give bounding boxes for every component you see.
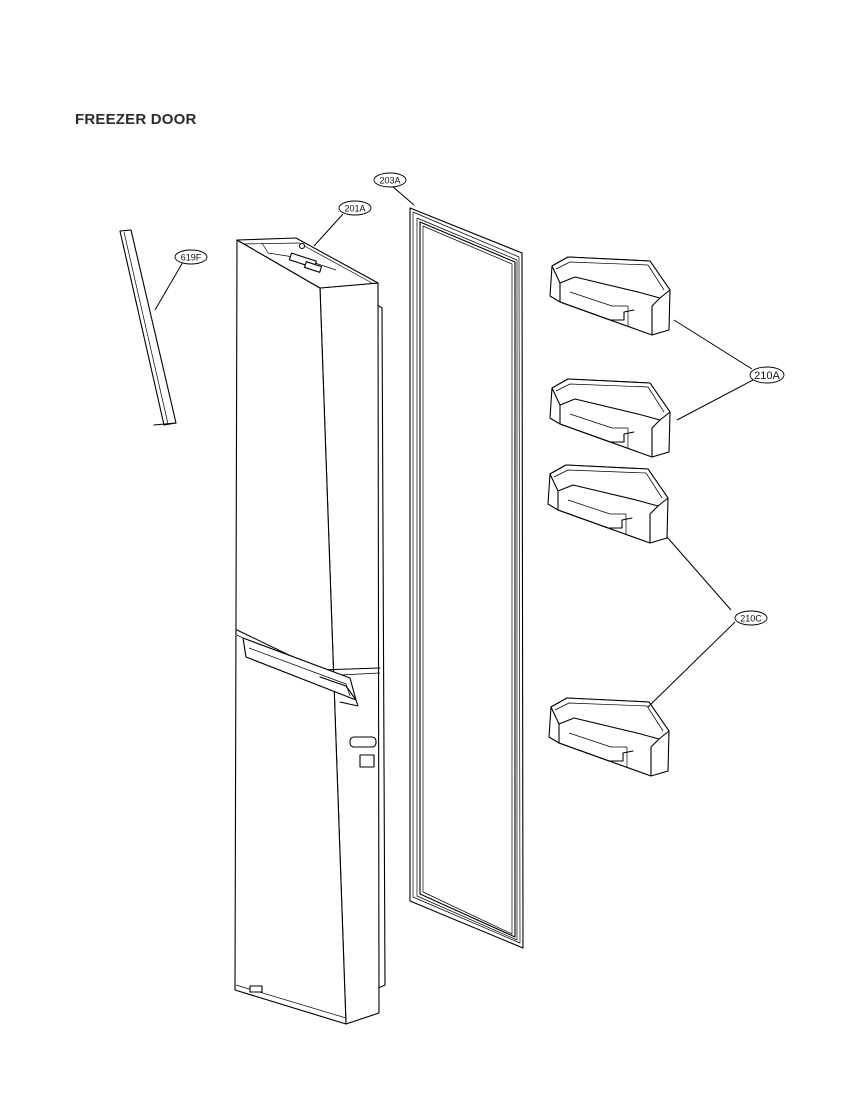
callout-210a-text: 210A bbox=[754, 370, 780, 382]
door-bin-1 bbox=[549, 256, 671, 336]
callout-210c: 210C bbox=[734, 610, 768, 626]
callout-203a: 203A bbox=[373, 172, 407, 188]
callout-210a: 210A bbox=[749, 366, 785, 384]
freezer-door-part bbox=[234, 237, 386, 1025]
callout-210c-text: 210C bbox=[740, 614, 762, 624]
door-bin-4 bbox=[548, 697, 670, 777]
callout-201a-text: 201A bbox=[344, 204, 365, 214]
leader-210c-2 bbox=[647, 621, 736, 708]
door-bin-3 bbox=[547, 464, 669, 544]
leader-201a bbox=[313, 213, 344, 247]
callout-619f: 619F bbox=[174, 249, 208, 265]
callout-201a: 201A bbox=[338, 200, 372, 216]
leader-203a bbox=[391, 185, 415, 206]
leader-210a-2 bbox=[676, 379, 754, 421]
leader-210a-1 bbox=[673, 319, 753, 370]
trim-strip-part bbox=[119, 229, 177, 426]
page-title: FREEZER DOOR bbox=[75, 111, 197, 128]
leader-619f bbox=[154, 261, 184, 311]
door-bin-2 bbox=[549, 378, 671, 458]
callout-203a-text: 203A bbox=[379, 176, 400, 186]
leader-210c-1 bbox=[666, 536, 732, 611]
door-gasket-part bbox=[409, 207, 524, 949]
callout-619f-text: 619F bbox=[181, 253, 202, 263]
